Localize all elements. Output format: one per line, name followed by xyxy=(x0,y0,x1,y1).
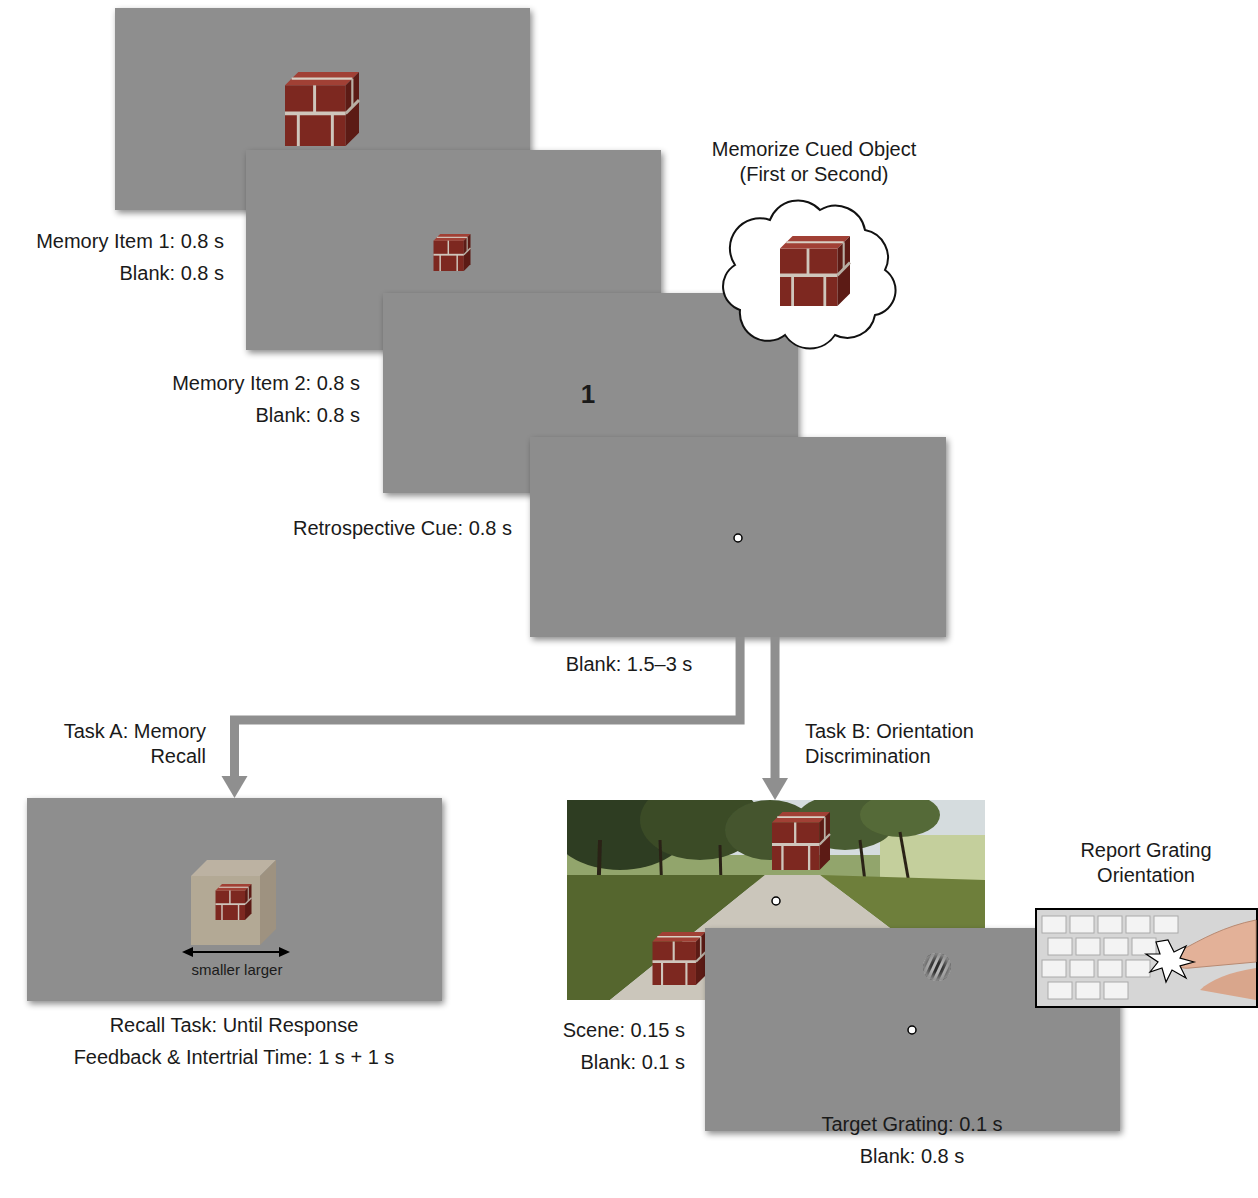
screen-frame: Target Grating: 0.1 sBlank: 0.8 s xyxy=(705,928,1120,1131)
keyboard-photo-part-part xyxy=(1126,916,1150,933)
keyboard-photo-part-part xyxy=(1132,938,1156,955)
screen-frame: Memory Item 2: 0.8 sBlank: 0.8 s xyxy=(246,150,661,350)
keyboard-photo-part-part xyxy=(1104,938,1128,955)
fixation-dot xyxy=(772,897,780,905)
timing-caption: Blank: 1.5–3 s xyxy=(499,652,759,677)
brick-cube xyxy=(772,812,830,870)
timing-caption: Memory Item 1: 0.8 s xyxy=(2,229,224,254)
gabor-grating-part xyxy=(916,942,957,993)
size-arrow xyxy=(182,947,290,957)
timing-caption: Retrospective Cue: 0.8 s xyxy=(212,516,512,541)
keyboard-photo-part-part xyxy=(1126,960,1150,977)
arrow-line xyxy=(771,637,780,778)
fixation-dot xyxy=(734,534,742,542)
timing-caption: Blank: 0.8 s xyxy=(120,403,360,428)
keyboard-photo-part-part xyxy=(1098,960,1122,977)
keyboard-photo-part-part xyxy=(1098,916,1122,933)
keyboard-photo-part-part xyxy=(1048,982,1072,999)
timing-caption: smaller larger xyxy=(157,961,317,980)
keyboard-photo-part-part xyxy=(1070,916,1094,933)
screen-frame: Scene: 0.15 sBlank: 0.1 s xyxy=(567,800,985,1000)
flow-arrow xyxy=(762,637,788,800)
gabor-grating xyxy=(916,942,957,993)
screen-frame: Blank: 1.5–3 s xyxy=(530,437,946,637)
size-arrow-part xyxy=(190,951,282,953)
thought-cloud xyxy=(723,201,896,349)
gabor-grating-part xyxy=(920,950,954,984)
gabor-grating-part xyxy=(923,953,951,981)
scene-photo-part xyxy=(860,800,940,837)
task-label: Task B: Orientation Discrimination xyxy=(805,719,1020,769)
size-arrow-part xyxy=(279,947,290,957)
note-label: Memorize Cued Object (First or Second) xyxy=(694,137,934,187)
keyboard-photo-part xyxy=(1200,968,1256,1000)
screen-frame: smaller largerRecall Task: Until Respons… xyxy=(27,798,442,1001)
fixation-dot xyxy=(908,1026,916,1034)
screen xyxy=(27,798,442,1001)
screen-frame: Memory Item 1: 0.8 sBlank: 0.8 s xyxy=(115,8,530,210)
brick-cube xyxy=(216,884,252,920)
keyboard-photo-part-part xyxy=(1104,982,1128,999)
timing-caption: Blank: 0.1 s xyxy=(465,1050,685,1075)
task-label: Task A: Memory Recall xyxy=(56,719,206,769)
note-label: Report Grating Orientation xyxy=(1061,838,1231,888)
timing-caption: Scene: 0.15 s xyxy=(465,1018,685,1043)
keyboard-photo-part-part xyxy=(1048,938,1072,955)
size-probe-cube-part xyxy=(191,876,260,945)
keyboard-photo-part-part xyxy=(1076,982,1100,999)
brick-cube xyxy=(434,234,471,271)
keyboard-photo-part xyxy=(1146,940,1194,982)
cue-number: 1 xyxy=(558,378,618,411)
arrow-head xyxy=(222,776,248,798)
timing-caption: Recall Task: Until Response xyxy=(14,1013,454,1038)
keyboard-photo-part-part xyxy=(1042,960,1066,977)
timing-caption: Memory Item 2: 0.8 s xyxy=(120,371,360,396)
keyboard-photo-part xyxy=(1036,909,1257,1007)
size-probe-cube-part xyxy=(260,860,276,945)
keyboard-photo-part-part xyxy=(1042,916,1066,933)
keyboard-photo-part-part xyxy=(1154,916,1178,933)
timing-caption: Blank: 0.8 s xyxy=(2,261,224,286)
brick-cube xyxy=(653,932,706,985)
brick-cube xyxy=(780,236,850,306)
size-arrow-part xyxy=(182,947,193,957)
keyboard-photo-part-part xyxy=(1070,960,1094,977)
screen xyxy=(530,437,946,637)
timing-caption: Target Grating: 0.1 s xyxy=(732,1112,1092,1137)
keyboard-photo xyxy=(1036,909,1257,1007)
timing-caption: Feedback & Intertrial Time: 1 s + 1 s xyxy=(14,1045,454,1070)
arrow-head xyxy=(762,778,788,800)
timing-caption: Blank: 0.8 s xyxy=(732,1144,1092,1169)
size-probe-cube xyxy=(191,860,276,945)
keyboard-photo-part-part xyxy=(1076,938,1100,955)
brick-cube xyxy=(285,72,359,146)
screen-frame: 1Retrospective Cue: 0.8 s xyxy=(383,293,798,493)
